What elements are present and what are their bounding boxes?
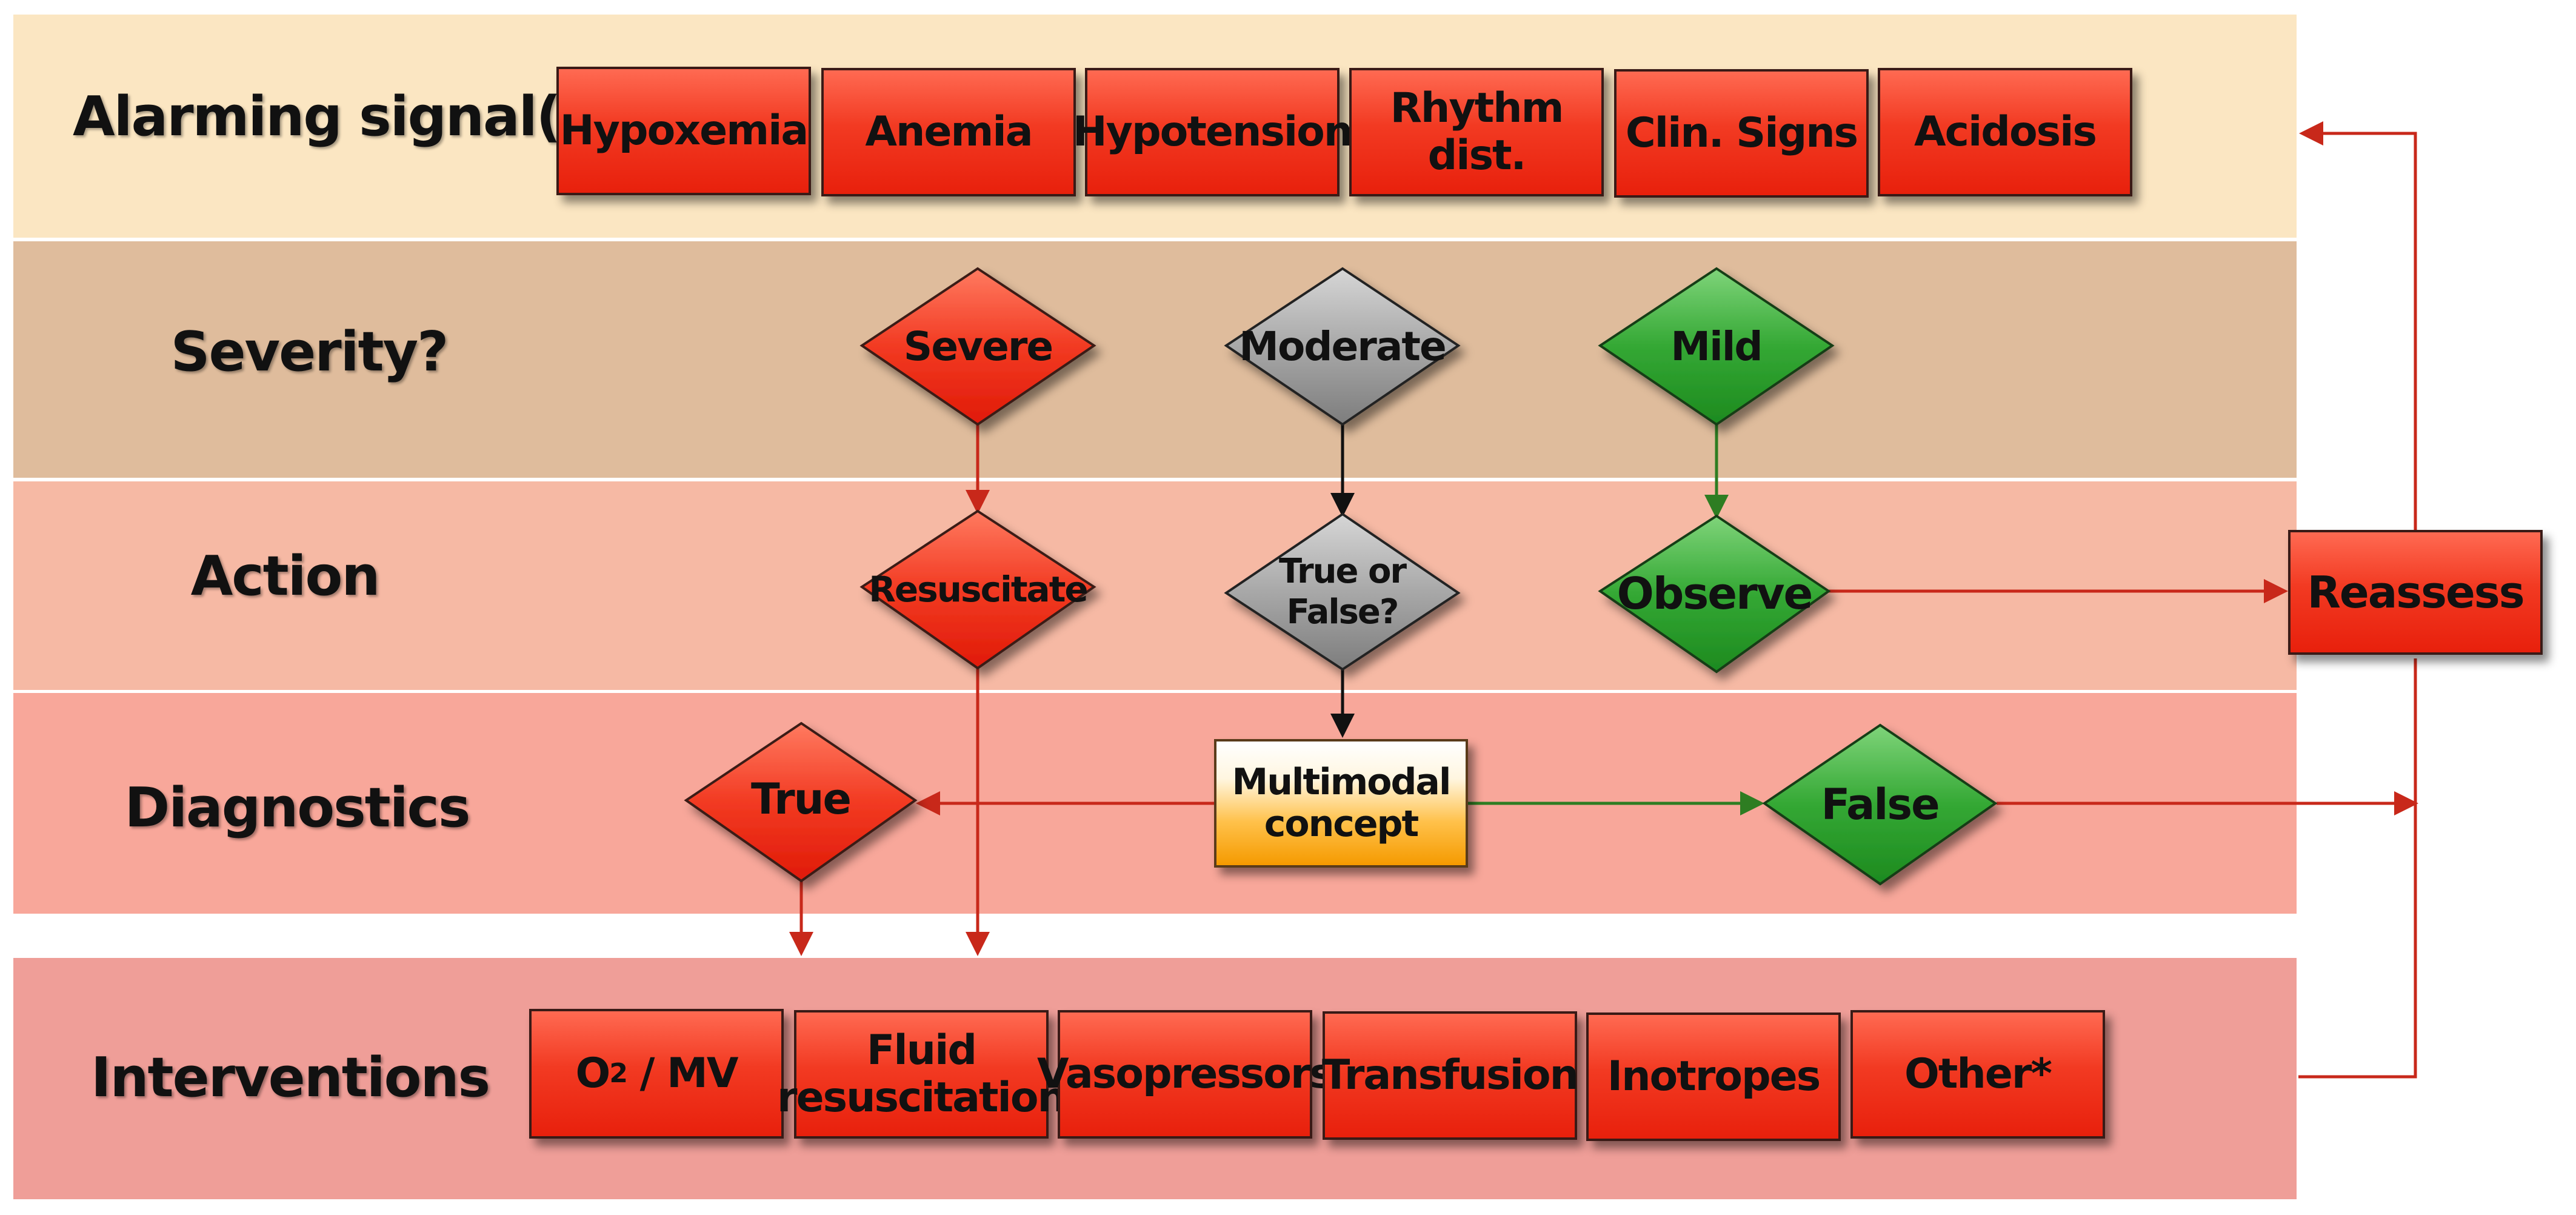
signal-hypotension: Hypotension <box>1073 68 1353 196</box>
severity-moderate-label: Moderate <box>1239 323 1446 370</box>
signal-hypoxemia: Hypoxemia <box>556 67 811 195</box>
intervention-transfusion: Transfusion <box>1322 1011 1579 1140</box>
action-observe-label: Observe <box>1617 568 1814 620</box>
diagnostics-true-label: True <box>751 774 852 824</box>
fluid-line2: resuscitation <box>777 1074 1067 1122</box>
band-action <box>13 481 2297 690</box>
multimodal-line1: Multimodal <box>1232 761 1452 803</box>
signal-acidosis: Acidosis <box>1878 68 2132 196</box>
row-label-interventions: Interventions <box>91 1046 490 1110</box>
diamond-false <box>1762 723 1998 886</box>
severity-severe-label: Severe <box>903 323 1053 370</box>
o2-mv-text: / MV <box>626 1049 739 1097</box>
diamond-observe <box>1598 514 1831 674</box>
multimodal-concept-box: Multimodal concept <box>1214 739 1468 868</box>
action-resuscitate-label: Resuscitate <box>869 568 1089 610</box>
diamond-moderate <box>1224 267 1461 426</box>
signal-clinical-signs: Clin. Signs <box>1614 69 1869 198</box>
diamond-true-or-false <box>1224 512 1461 671</box>
arrow-interventions-to-reassess <box>2298 658 2417 1079</box>
o2-text: O <box>575 1049 611 1097</box>
action-true-or-false-label: True or False? <box>1226 514 1458 669</box>
true-or-false-line2: False? <box>1286 592 1400 632</box>
row-label-diagnostics: Diagnostics <box>124 776 471 840</box>
row-label-severity: Severity? <box>170 320 449 384</box>
diamond-severe <box>859 267 1096 426</box>
arrow-reassess-to-alarming <box>2299 121 2417 530</box>
fluid-line1: Fluid <box>866 1026 977 1074</box>
reassess-box: Reassess <box>2288 530 2543 655</box>
diamond-resuscitate <box>859 509 1096 670</box>
band-severity <box>13 241 2297 478</box>
diagnostics-false-label: False <box>1821 780 1940 829</box>
row-label-alarming-signals: Alarming signal(s) <box>73 85 616 149</box>
o2-subscript: 2 <box>609 1057 628 1089</box>
intervention-vasopressors: Vasopressors <box>1037 1010 1334 1139</box>
diamond-mild <box>1598 267 1835 426</box>
signal-rhythm-disturbance: Rhythm dist. <box>1349 68 1604 196</box>
true-or-false-line1: True or <box>1278 551 1407 591</box>
multimodal-line2: concept <box>1264 803 1419 845</box>
intervention-inotropes: Inotropes <box>1586 1012 1841 1141</box>
severity-mild-label: Mild <box>1670 323 1763 370</box>
intervention-other: Other* <box>1850 1010 2105 1139</box>
row-label-action: Action <box>190 544 381 608</box>
signal-anemia: Anemia <box>821 68 1076 196</box>
intervention-fluid-resuscitation: Fluid resuscitation <box>777 1010 1067 1139</box>
diamond-true <box>684 721 918 883</box>
